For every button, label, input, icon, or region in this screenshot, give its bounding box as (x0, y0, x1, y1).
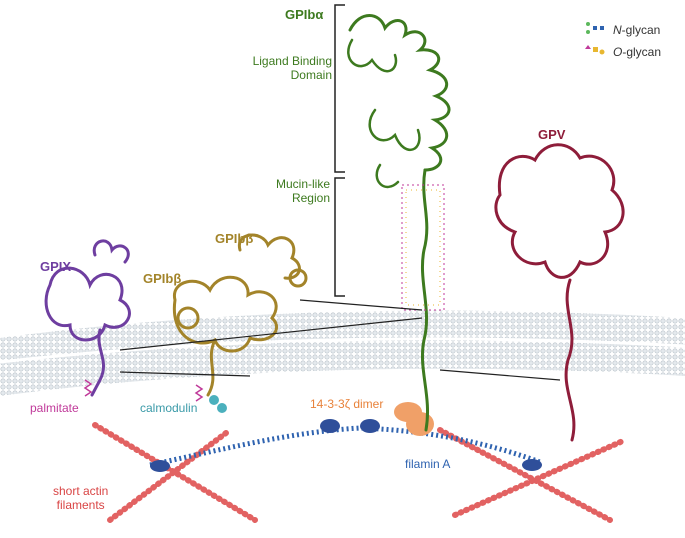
filamin-a (149, 419, 542, 472)
legend-n-glycan: N-glycan (585, 20, 660, 39)
gp1bb-top-label: GPIbβ (215, 231, 254, 246)
filamin-label: filamin A (405, 457, 451, 471)
calmodulin-shape (209, 395, 227, 413)
gpv-chain (494, 143, 625, 442)
actin-label: short actin filaments (53, 484, 109, 513)
palmitate-label: palmitate (30, 401, 79, 415)
gpv-label: GPV (538, 127, 566, 142)
ligand-binding-label: Ligand Binding Domain (237, 54, 332, 83)
actin-filaments (92, 422, 628, 523)
gpix-label: GPIX (40, 259, 72, 274)
palmitate-chains (83, 379, 204, 402)
gpix-chain (44, 239, 131, 397)
membrane-bilayer (0, 310, 685, 396)
mucin-line-2: Region (291, 190, 330, 205)
n-glycan-text: N-glycan (613, 22, 661, 37)
mucin-line-1: Mucin-like (275, 177, 330, 191)
ligand-binding-line-2: Domain (290, 67, 332, 82)
actin-line-2: filaments (56, 497, 105, 512)
ligand-binding-line-1: Ligand Binding (252, 54, 332, 68)
calmodulin-label: calmodulin (140, 401, 198, 415)
gp1bb-left-label: GPIbβ (143, 271, 182, 286)
o-glycan-cluster (401, 184, 445, 311)
o-glycan-icon (585, 42, 607, 61)
o-glycan-text: O-glycan (613, 44, 662, 59)
gp1ba-label: GPIbα (285, 7, 324, 22)
disulfide-lines (119, 299, 561, 381)
mucin-label: Mucin-like Region (250, 177, 330, 206)
dimer-label: 14-3-3ζ dimer (310, 397, 384, 411)
legend-o-glycan: O-glycan (585, 42, 661, 61)
gp1ba-chain (347, 14, 451, 432)
n-glycan-icon (585, 20, 607, 39)
domain-bracket (334, 4, 345, 297)
gp1bb-chains (172, 233, 308, 397)
actin-line-1: short actin (53, 484, 109, 498)
